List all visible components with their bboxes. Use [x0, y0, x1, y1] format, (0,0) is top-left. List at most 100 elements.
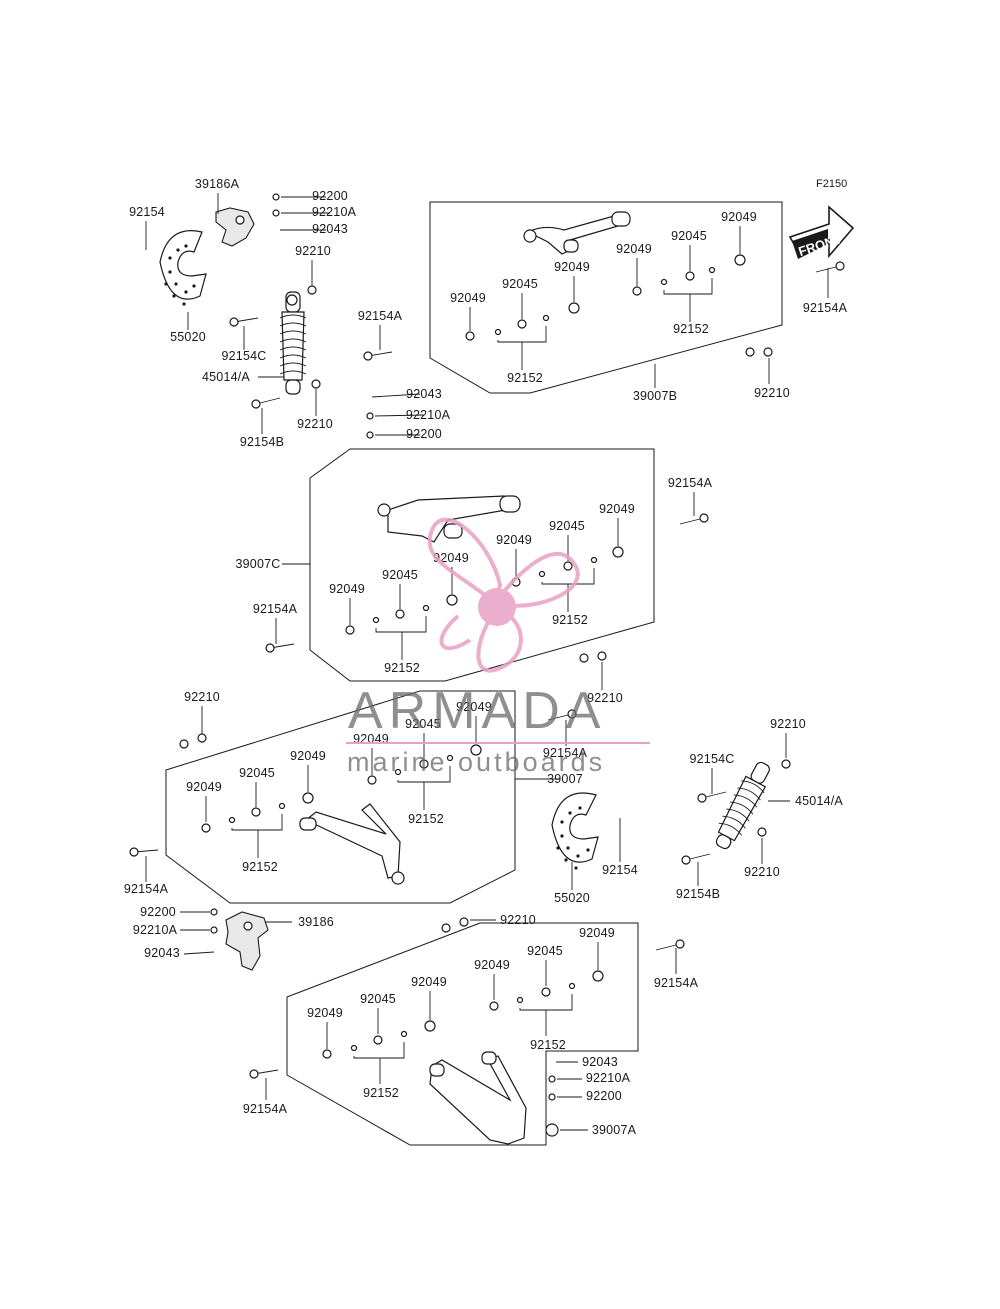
part-label-92210a: 92210A [406, 408, 451, 422]
part-label-92200: 92200 [406, 427, 442, 441]
part-label-92043: 92043 [312, 222, 348, 236]
part-label-39007c: 39007C [236, 557, 281, 571]
part-label-92045: 92045 [549, 519, 585, 533]
part-label-92049: 92049 [329, 582, 365, 596]
part-label-92154a: 92154A [243, 1102, 288, 1116]
part-label-92045: 92045 [671, 229, 707, 243]
part-label-92049: 92049 [599, 502, 635, 516]
part-label-92152: 92152 [363, 1086, 399, 1100]
part-label-92154a: 92154A [803, 301, 848, 315]
part-label-39007a: 39007A [592, 1123, 637, 1137]
frame-39007 [165, 690, 516, 904]
part-label-92154a: 92154A [124, 882, 169, 896]
part-label-92210: 92210 [587, 691, 623, 705]
leader-lines [145, 193, 829, 1131]
part-label-55020: 55020 [554, 891, 590, 905]
part-label-92049: 92049 [721, 210, 757, 224]
knuckle-lower [225, 911, 269, 971]
part-label-39186: 39186 [298, 915, 334, 929]
brake-disc-upper [159, 230, 207, 306]
bolt-92154A-7 [655, 939, 685, 951]
part-label-92154: 92154 [129, 205, 165, 219]
part-label-92045: 92045 [527, 944, 563, 958]
part-label-92049: 92049 [186, 780, 222, 794]
bolt-92154C-2 [697, 791, 727, 803]
part-label-92049: 92049 [450, 291, 486, 305]
part-label-92049: 92049 [579, 926, 615, 940]
part-label-92152: 92152 [384, 661, 420, 675]
watermark-tagline: marine outboards [347, 747, 605, 777]
part-label-45014-a: 45014/A [795, 794, 843, 808]
bolt-92154A-3 [679, 513, 709, 525]
part-label-92043: 92043 [406, 387, 442, 401]
part-label-92152: 92152 [673, 322, 709, 336]
part-label-92210: 92210 [744, 865, 780, 879]
part-label-92154a: 92154A [358, 309, 403, 323]
part-label-92045: 92045 [239, 766, 275, 780]
bolt-92154A-6 [129, 847, 159, 857]
bolt-92154A-2 [815, 261, 845, 273]
watermark-brand: ARMADA [348, 682, 606, 740]
part-label-92210: 92210 [500, 913, 536, 927]
part-label-92152: 92152 [408, 812, 444, 826]
bolt-92154B-1 [251, 397, 281, 409]
a-arm-39007B [523, 211, 631, 255]
part-label-92049: 92049 [616, 242, 652, 256]
frame-39007B [429, 201, 783, 394]
a-arm-39007 [299, 803, 405, 885]
part-label-92154b: 92154B [676, 887, 720, 901]
part-label-45014-a: 45014/A [202, 370, 250, 384]
diagram-ref-code: F2150 [816, 178, 847, 190]
frame-39007C [309, 448, 655, 682]
part-label-39007b: 39007B [633, 389, 677, 403]
propeller-logo-icon [427, 517, 580, 673]
part-label-92049: 92049 [496, 533, 532, 547]
bolt-92154A-5 [547, 709, 577, 721]
hardware-small-parts [179, 193, 791, 1101]
part-label-92154b: 92154B [240, 435, 284, 449]
part-label-92154a: 92154A [543, 746, 588, 760]
part-label-92043: 92043 [144, 946, 180, 960]
bolt-92154A-1 [363, 351, 393, 361]
part-label-92152: 92152 [552, 613, 588, 627]
bolt-92154A-8 [249, 1069, 279, 1079]
part-label-55020: 55020 [170, 330, 206, 344]
part-label-92045: 92045 [360, 992, 396, 1006]
part-label-92045: 92045 [405, 717, 441, 731]
part-label-92045: 92045 [502, 277, 538, 291]
part-label-92210: 92210 [770, 717, 806, 731]
part-label-92210: 92210 [184, 690, 220, 704]
part-label-92200: 92200 [312, 189, 348, 203]
part-label-92210: 92210 [295, 244, 331, 258]
shock-absorber-lower [715, 761, 770, 850]
part-label-92049: 92049 [307, 1006, 343, 1020]
part-label-92152: 92152 [242, 860, 278, 874]
part-label-92049: 92049 [456, 700, 492, 714]
part-label-92045: 92045 [382, 568, 418, 582]
callout-labels: 39186A 92200 92210A 92043 92154 92210 55020 921… [124, 177, 848, 1137]
part-label-92049: 92049 [474, 958, 510, 972]
watermark: ARMADA marine outboards [346, 517, 650, 777]
part-label-92210a: 92210A [312, 205, 357, 219]
knuckle-upper [215, 207, 255, 247]
shock-absorber-upper [279, 291, 307, 395]
part-label-92154a: 92154A [668, 476, 713, 490]
a-arm-39007A [429, 1051, 559, 1145]
part-label-92210: 92210 [754, 386, 790, 400]
part-label-92210a: 92210A [586, 1071, 631, 1085]
bolt-92154C-1 [229, 317, 259, 327]
part-label-92154c: 92154C [690, 752, 735, 766]
part-label-92152: 92152 [507, 371, 543, 385]
part-label-39186a: 39186A [195, 177, 240, 191]
bolt-92154B-2 [681, 853, 711, 865]
part-label-92210a: 92210A [133, 923, 178, 937]
bolt-92154A-4 [265, 643, 295, 653]
frame-39007A [286, 922, 639, 1146]
front-arrow-icon: FRONT [788, 205, 855, 259]
part-label-92154a: 92154A [253, 602, 298, 616]
part-label-92049: 92049 [554, 260, 590, 274]
part-label-92210: 92210 [297, 417, 333, 431]
part-label-92049: 92049 [411, 975, 447, 989]
